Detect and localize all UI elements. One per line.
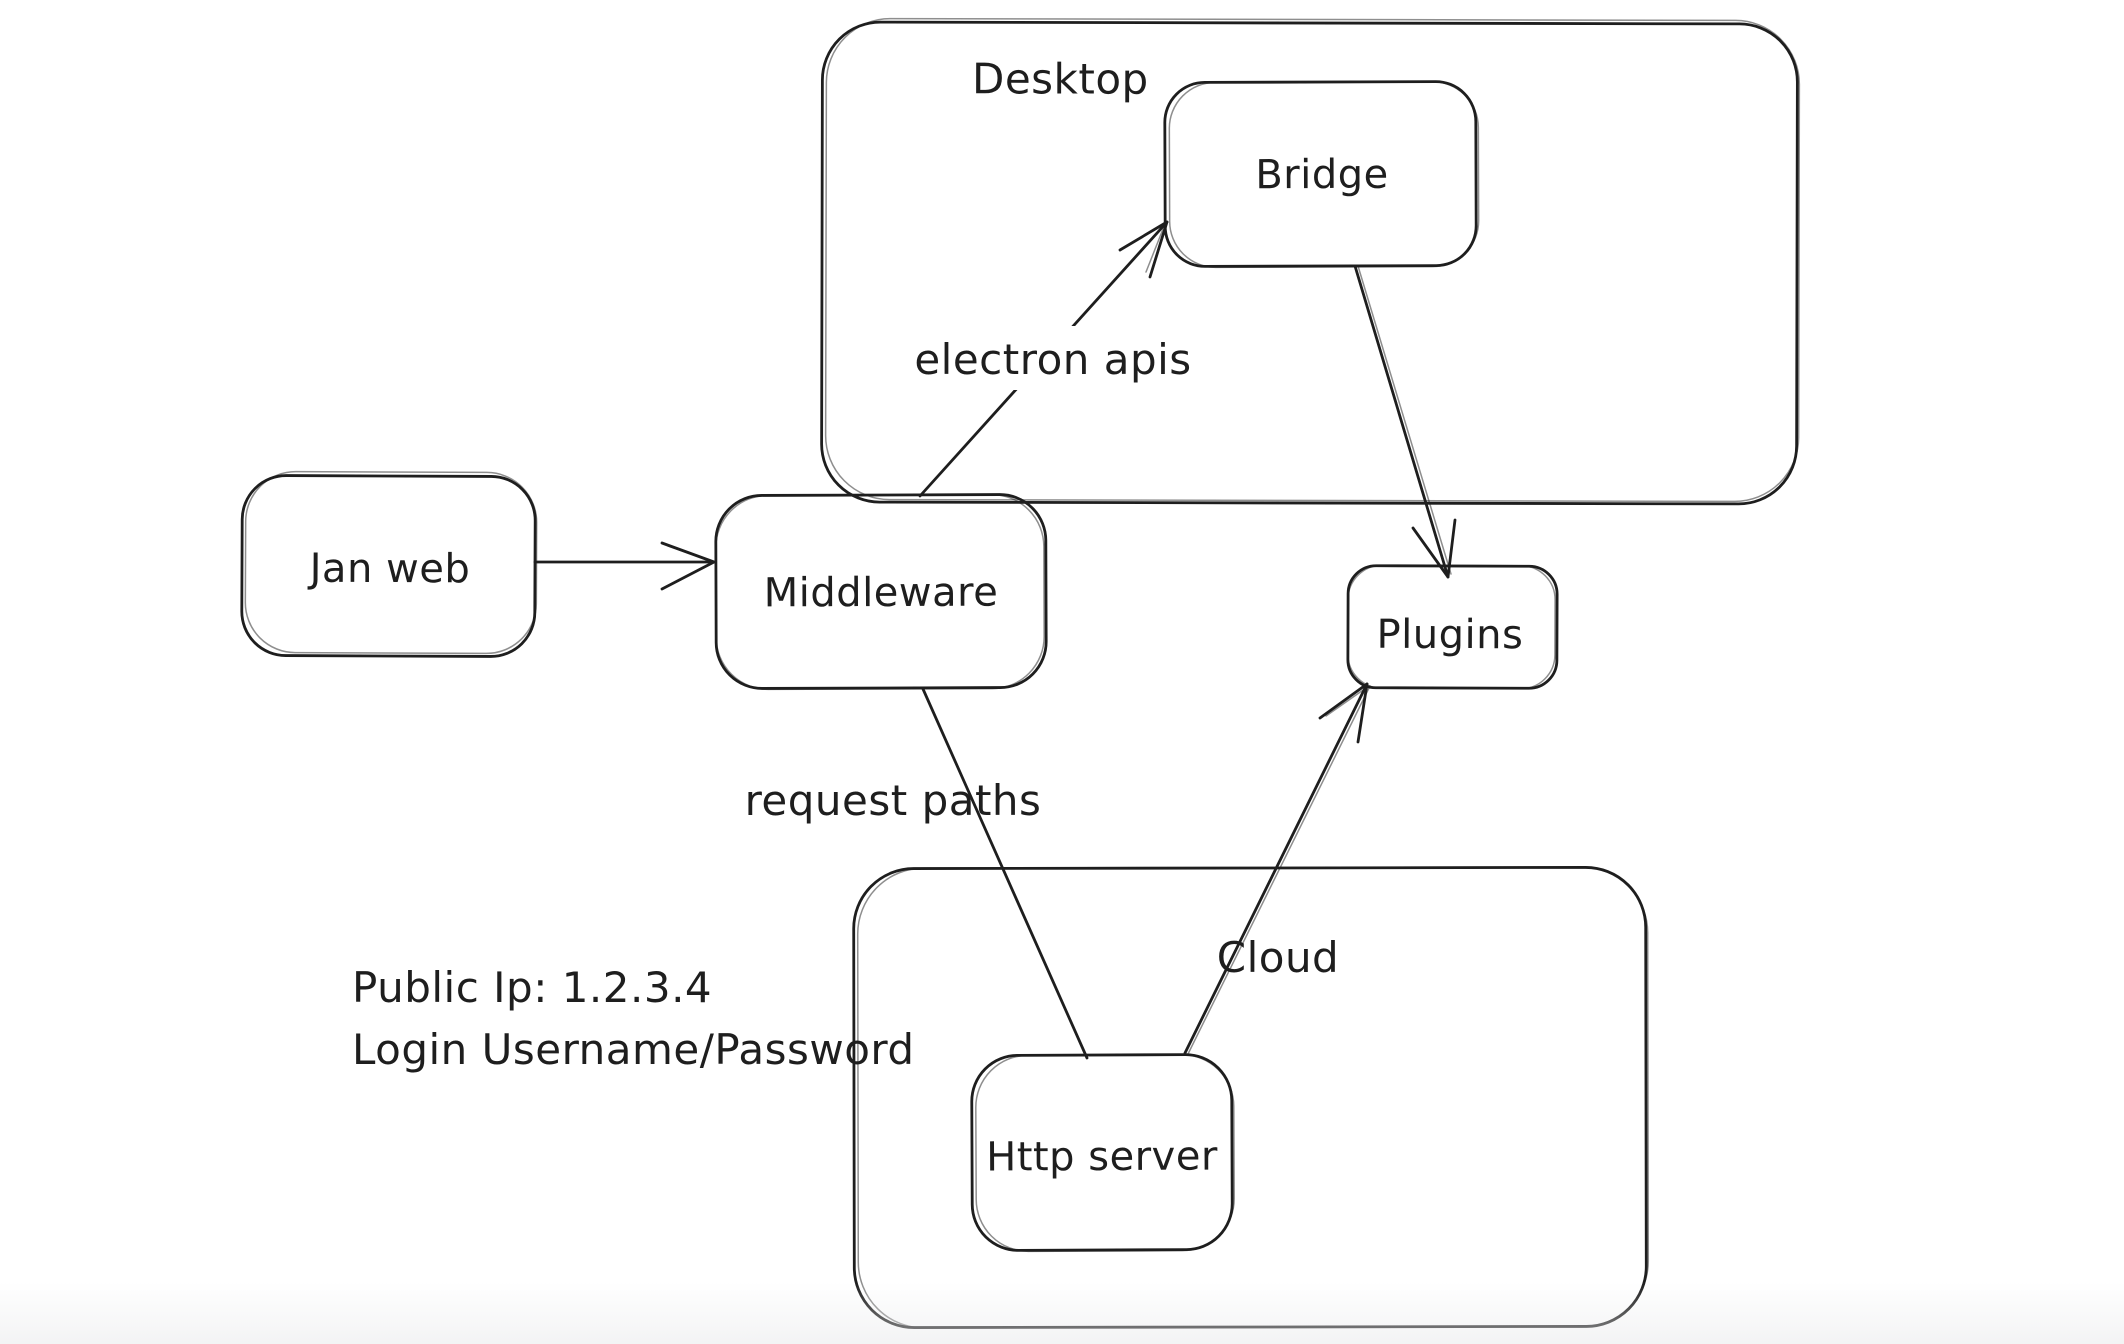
cloud-label: Cloud — [1217, 933, 1339, 982]
http-server-label: Http server — [986, 1133, 1218, 1180]
note-credentials[interactable]: Public Ip: 1.2.3.4 Login Username/Passwo… — [352, 963, 915, 1074]
node-bridge[interactable]: Bridge — [1163, 80, 1480, 269]
svg-text:electron apis: electron apis — [914, 335, 1191, 384]
svg-text:request paths: request paths — [745, 776, 1042, 825]
note-line-2: Login Username/Password — [352, 1025, 915, 1074]
bottom-fade — [0, 1282, 2124, 1344]
cloud-label-group[interactable]: Cloud — [1217, 933, 1339, 982]
middleware-label: Middleware — [764, 570, 999, 617]
edge-httpserver-plugins[interactable] — [1183, 682, 1371, 1055]
edge-label-request-paths[interactable]: request paths — [745, 776, 1042, 825]
bridge-label: Bridge — [1255, 152, 1389, 198]
node-http-server[interactable]: Http server — [970, 1053, 1235, 1253]
node-jan-web[interactable]: Jan web — [240, 470, 538, 658]
node-middleware[interactable]: Middleware — [714, 493, 1048, 691]
edge-label-electron-apis[interactable]: electron apis — [914, 326, 1195, 390]
edge-bridge-plugins[interactable] — [1353, 264, 1457, 579]
edge-janweb-middleware[interactable] — [533, 541, 716, 591]
desktop-container[interactable]: Desktop — [820, 17, 1801, 506]
plugins-label: Plugins — [1377, 612, 1524, 659]
jan-web-label: Jan web — [307, 546, 471, 593]
desktop-label[interactable]: Desktop — [972, 54, 1149, 103]
note-line-1: Public Ip: 1.2.3.4 — [352, 963, 712, 1012]
node-plugins[interactable]: Plugins — [1346, 564, 1559, 690]
edge-middleware-httpserver[interactable] — [921, 687, 1089, 1060]
